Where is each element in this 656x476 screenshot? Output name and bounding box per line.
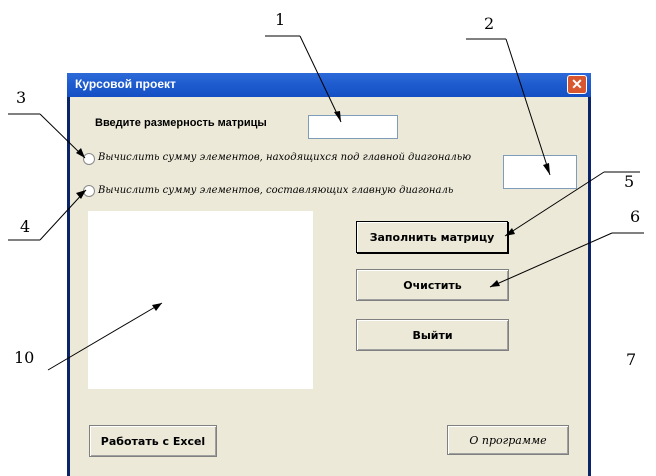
radio-below-diagonal[interactable]	[83, 153, 95, 165]
option-main-diagonal-label: Вычислить сумму элементов, составляющих …	[98, 185, 454, 196]
matrix-listbox[interactable]	[88, 211, 313, 389]
result-output[interactable]	[503, 155, 577, 189]
callout-7: 7	[626, 350, 637, 369]
about-button[interactable]: О программе	[447, 425, 569, 455]
callout-6: 6	[630, 207, 641, 226]
callout-10: 10	[14, 348, 35, 367]
option-below-diagonal-label: Вычислить сумму элементов, находящихся п…	[98, 152, 472, 163]
title-bar[interactable]: Курсовой проект ✕	[67, 73, 591, 97]
dimension-input[interactable]	[308, 115, 398, 139]
excel-button[interactable]: Работать с Excel	[89, 425, 217, 457]
dialog-window: Курсовой проект ✕ Введите размерность ма…	[67, 73, 591, 476]
fill-matrix-button[interactable]: Заполнить матрицу	[356, 221, 508, 253]
callout-4: 4	[20, 217, 31, 236]
clear-button[interactable]: Очистить	[356, 269, 509, 301]
dialog-client-area: Введите размерность матрицы Вычислить су…	[70, 97, 588, 476]
exit-button[interactable]: Выйти	[356, 319, 509, 351]
callout-2: 2	[484, 14, 495, 33]
dimension-label: Введите размерность матрицы	[95, 117, 267, 129]
callout-3: 3	[16, 88, 27, 107]
callout-5: 5	[624, 172, 635, 191]
callout-1: 1	[275, 10, 286, 29]
close-icon[interactable]: ✕	[567, 75, 587, 94]
window-title: Курсовой проект	[75, 77, 176, 91]
